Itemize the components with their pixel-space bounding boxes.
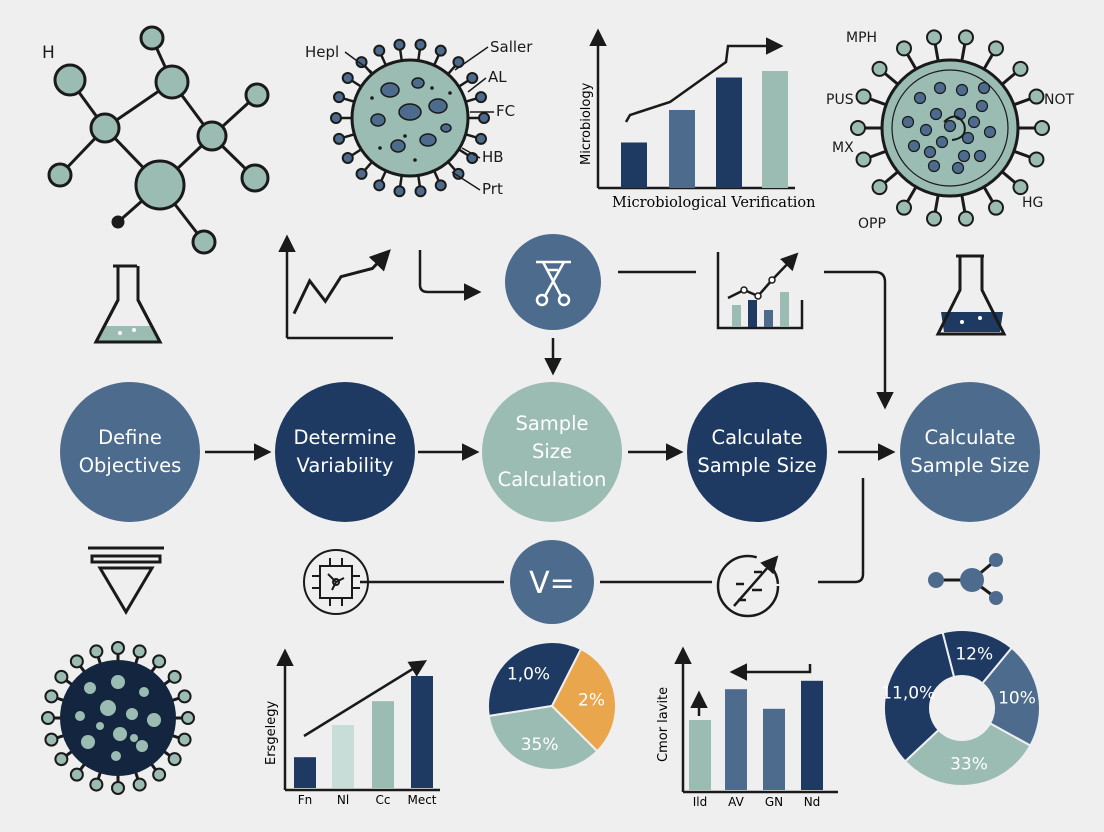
gauge-icon <box>716 554 780 618</box>
mini-chart-icon <box>716 252 804 330</box>
bar <box>294 757 316 788</box>
bar <box>411 676 433 788</box>
pie-slice-label: 10% <box>998 689 1036 709</box>
pie-slice <box>487 704 599 771</box>
microbe-label-fc: FC <box>496 102 515 120</box>
verification-bar <box>762 71 788 188</box>
virus-label-pus: PUS <box>826 92 854 108</box>
microbe-label-saller: Saller <box>490 38 533 56</box>
step-calculate-sample-size: Calculate Sample Size <box>687 382 827 522</box>
virus-labels: MPH PUS NOT MX HG OPP <box>826 30 1074 232</box>
flow-connectors <box>205 250 896 584</box>
verification-caption: Microbiological Verification <box>612 195 815 211</box>
pie-slice <box>550 647 617 753</box>
trend-line <box>292 249 391 315</box>
bar <box>332 725 354 788</box>
scissors-icon <box>535 260 571 307</box>
step-sample-size-calculation: Sample Size Calculation <box>482 382 622 522</box>
step-1-line-1: Define <box>98 426 162 449</box>
virus-label-not: NOT <box>1044 92 1074 108</box>
bar <box>763 708 785 790</box>
microbe-label-prt: Prt <box>482 180 503 198</box>
step-5-line-1: Calculate <box>924 426 1016 449</box>
molecule-icon <box>47 25 270 255</box>
step-4-line-1: Calculate <box>711 426 803 449</box>
bar-category-label: Nd <box>804 795 821 809</box>
formula-node: V= <box>510 540 594 624</box>
link-icon <box>928 553 1003 605</box>
formula-label: V= <box>529 566 575 601</box>
step-2-line-2: Variability <box>296 454 394 477</box>
pie-slice <box>980 646 1041 747</box>
pie-slice <box>487 641 583 718</box>
verification-bar <box>621 142 647 188</box>
dark-virus-icon <box>41 641 195 795</box>
flask-icon-left <box>93 264 163 344</box>
verification-bar <box>669 110 695 188</box>
bar-category-label: Nl <box>337 793 349 807</box>
pie-slice-label: 1,0% <box>507 665 550 685</box>
pie-slice-label: 12% <box>955 644 993 664</box>
bar-chart1-ylabel: Ersgelegy <box>264 701 279 765</box>
step-determine-variability: Determine Variability <box>275 382 415 522</box>
bar-chart-ersgelegy: Ersgelegy Fn Nl Cc Mect <box>264 648 440 807</box>
verification-bar <box>716 77 742 188</box>
step-3-line-3: Calculation <box>497 468 607 491</box>
bar-category-label: GN <box>765 795 783 809</box>
bar-category-label: AV <box>728 795 744 809</box>
step-define-objectives: Define Objectives <box>60 382 200 522</box>
microbe-icon <box>330 38 490 198</box>
bar-chart-cmor: Cmor lavite Ild AV GN Nd <box>656 646 838 809</box>
step-5-line-2: Sample Size <box>910 454 1030 477</box>
verification-ylabel: Microbiology <box>579 82 594 165</box>
verification-chart: Microbiology Microbiological Verificatio… <box>579 28 815 211</box>
pie-slice-label: 2% <box>578 691 605 711</box>
virus-label-hg: HG <box>1022 195 1043 211</box>
trend-line-chart <box>278 234 393 340</box>
virus-label-opp: OPP <box>858 216 886 232</box>
microbe-label-hb: HB <box>482 148 504 166</box>
pie-chart: 1,0% 2% 35% <box>487 641 617 771</box>
funnel-icon <box>88 546 164 615</box>
virus-label-mx: MX <box>832 140 854 156</box>
step-3-line-1: Sample <box>515 412 589 435</box>
virus-icon <box>850 29 1050 227</box>
step-calculate-sample-size-final: Calculate Sample Size <box>900 382 1040 522</box>
bar <box>801 680 823 790</box>
bar <box>689 720 711 790</box>
bar <box>725 689 747 790</box>
pie-slice-label: 11,0% <box>881 683 935 703</box>
bar-category-label: Fn <box>298 793 313 807</box>
microbe-label-hepl: Hepl <box>305 43 339 61</box>
pie-slice <box>883 631 956 763</box>
pie-slice-label: 33% <box>950 755 988 775</box>
microbe-label-al: AL <box>488 68 507 86</box>
step-2-line-1: Determine <box>293 426 397 449</box>
microbe-leader-lines <box>344 46 494 191</box>
virus-label-mph: MPH <box>846 30 877 46</box>
circuit-icon <box>303 549 369 615</box>
bar-chart2-ylabel: Cmor lavite <box>656 687 671 762</box>
bar <box>372 701 394 788</box>
step-1-line-2: Objectives <box>78 454 182 477</box>
pie-slice-label: 35% <box>521 735 559 755</box>
pie-slice <box>903 722 1032 787</box>
step-3-line-2: Size <box>531 440 573 463</box>
donut-chart: 12% 10% 33% 11,0% <box>881 629 1041 787</box>
bar-category-label: Cc <box>376 793 391 807</box>
scissors-node <box>505 234 601 330</box>
molecule-label: H <box>42 43 55 63</box>
microbe-labels: Hepl Saller AL FC HB Prt <box>305 38 533 198</box>
step-4-line-2: Sample Size <box>697 454 817 477</box>
bar-category-label: Mect <box>407 793 436 807</box>
bar-category-label: Ild <box>693 795 708 809</box>
flask-icon-right <box>935 254 1007 336</box>
